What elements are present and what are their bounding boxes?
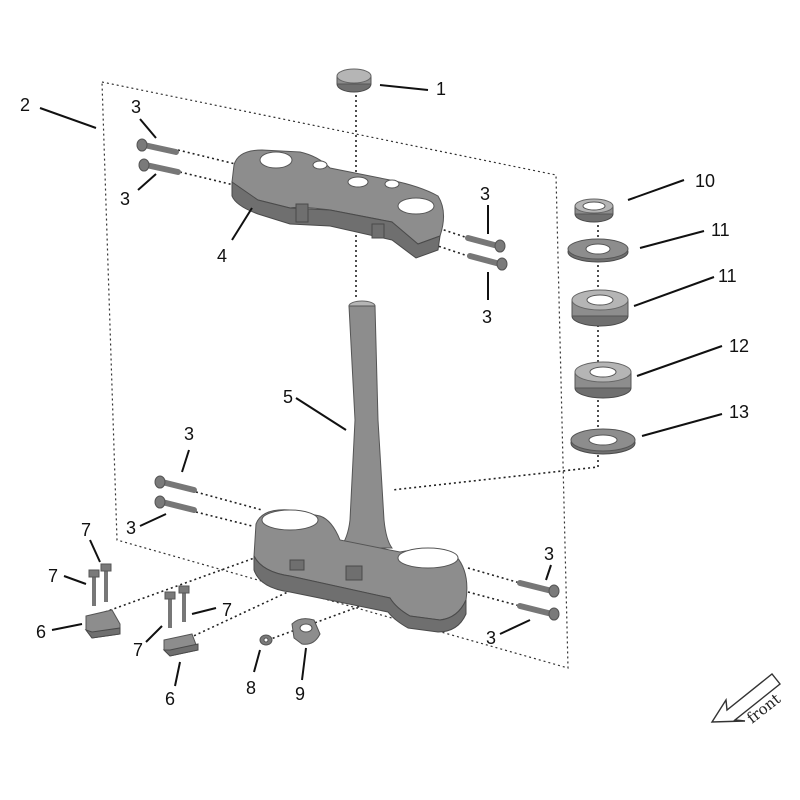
axis-clamp-right <box>184 561 353 641</box>
callout-11-upper: 11 <box>711 220 730 240</box>
callout-12: 11 <box>718 266 737 286</box>
callout-6-right: 6 <box>165 689 175 709</box>
callout-13: 12 <box>729 336 749 356</box>
handlebar-clamp-right-part <box>162 633 199 657</box>
handlebar-clamp-left-part <box>84 609 121 639</box>
clamp-bolts-part-7 <box>88 563 190 628</box>
locknut-part <box>574 198 614 223</box>
callout-11-lower: 13 <box>729 402 749 422</box>
callout-3-lower-right-top: 3 <box>544 544 554 564</box>
upper-triple-clamp-part <box>231 149 444 259</box>
callout-7-bottom: 7 <box>133 640 143 660</box>
callout-5: 5 <box>283 387 293 407</box>
dust-seal-upper-part <box>567 238 629 263</box>
leader-lines <box>39 84 723 687</box>
callout-7-top: 7 <box>81 520 91 540</box>
upper-bearing-part <box>571 289 629 327</box>
callout-6-left: 6 <box>36 622 46 642</box>
callout-4: 4 <box>217 246 227 266</box>
callout-2: 2 <box>20 95 30 115</box>
small-bolt-part-8 <box>259 634 273 646</box>
bolts-part-3 <box>136 138 560 621</box>
front-arrow-icon <box>710 673 781 723</box>
callout-3-upper-right-bottom: 3 <box>482 307 492 327</box>
axis-bolt-upper-right-2 <box>419 239 469 257</box>
axis-bolt-lower-right-2 <box>467 591 521 607</box>
axis-bolt-upper-right-1 <box>419 221 469 239</box>
assembly-frame <box>101 81 569 669</box>
axis-bolt-lower-left-1 <box>195 491 263 511</box>
axis-bolt-upper-left-2 <box>179 171 239 187</box>
callout-3-lower-left-top: 3 <box>184 424 194 444</box>
callout-9: 9 <box>295 684 305 704</box>
callout-7-left: 7 <box>48 566 58 586</box>
callout-7-right: 7 <box>222 600 232 620</box>
callout-3-lower-left-bottom: 3 <box>126 518 136 538</box>
axis-bearing-to-stem <box>391 465 599 491</box>
axis-bolt-lower-right-1 <box>467 567 521 584</box>
callout-8: 8 <box>246 678 256 698</box>
callout-3-lower-right-bottom: 3 <box>486 628 496 648</box>
callout-10: 10 <box>695 171 715 191</box>
steering-stem-lower-clamp-part <box>253 300 468 633</box>
dust-seal-lower-part <box>570 428 636 455</box>
callout-1: 1 <box>436 79 446 99</box>
callout-3-upper-left-bottom: 3 <box>120 189 130 209</box>
callout-3-upper-right-top: 3 <box>480 184 490 204</box>
callout-3-upper-left-top: 3 <box>131 97 141 117</box>
axis-bolt-lower-left-2 <box>195 511 253 527</box>
collar-part-9 <box>291 618 321 645</box>
lower-bearing-part <box>574 361 632 399</box>
stem-cap-part <box>336 68 372 93</box>
